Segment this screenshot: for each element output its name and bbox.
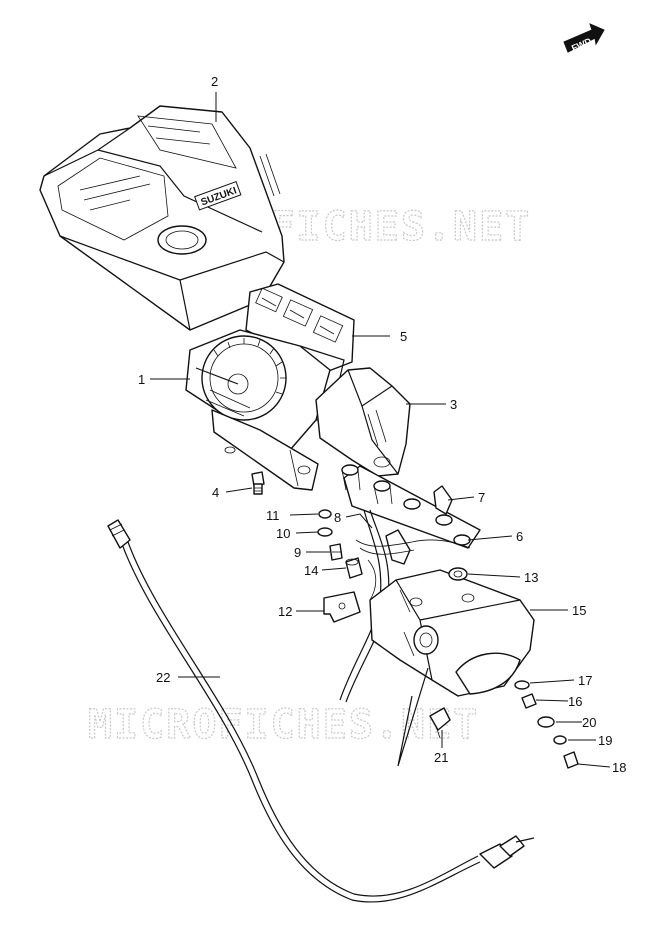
screw-4 [251,471,265,495]
watermark-bottom: MICROFICHES.NET [88,702,479,748]
bracket-12 [323,591,361,623]
callout-12: 12 [278,604,292,619]
washer-19 [553,735,567,745]
callout-22: 22 [156,670,170,685]
callout-2: 2 [211,74,218,89]
bulb-sockets [341,464,481,565]
callout-14: 14 [304,563,318,578]
grommet-13 [448,567,468,581]
screw-16 [521,693,537,709]
lower-case [369,569,535,697]
speedometer-cable [107,519,535,903]
callout-21: 21 [434,750,448,765]
washer-20 [537,716,555,728]
callout-11: 11 [266,508,280,523]
meter-cover: SUZUKI [39,105,285,331]
leader-lines [150,92,611,768]
callout-labels: 2 1 5 3 4 7 6 8 11 10 9 14 12 13 15 17 1… [138,74,626,775]
callout-1: 1 [138,372,145,387]
bolt-21 [429,707,451,731]
callout-7: 7 [478,490,485,505]
callout-8: 8 [334,510,341,525]
callout-9: 9 [294,545,301,560]
screw-18 [563,751,579,769]
callout-4: 4 [212,485,219,500]
callout-15: 15 [572,603,586,618]
callout-13: 13 [524,570,538,585]
fwd-arrow-icon: FWD [563,23,605,53]
pointer-lines [397,667,429,767]
washer-17 [514,680,530,690]
small-hardware [317,509,363,579]
meter-housing [315,367,411,477]
callout-5: 5 [400,329,407,344]
indicator-panel [245,283,355,373]
callout-16: 16 [568,694,582,709]
callout-19: 19 [598,733,612,748]
callout-3: 3 [450,397,457,412]
meter-assembly [185,329,345,491]
callout-6: 6 [516,529,523,544]
callout-10: 10 [276,526,290,541]
fastener-set [429,680,579,769]
callout-17: 17 [578,673,592,688]
callout-18: 18 [612,760,626,775]
callout-20: 20 [582,715,596,730]
